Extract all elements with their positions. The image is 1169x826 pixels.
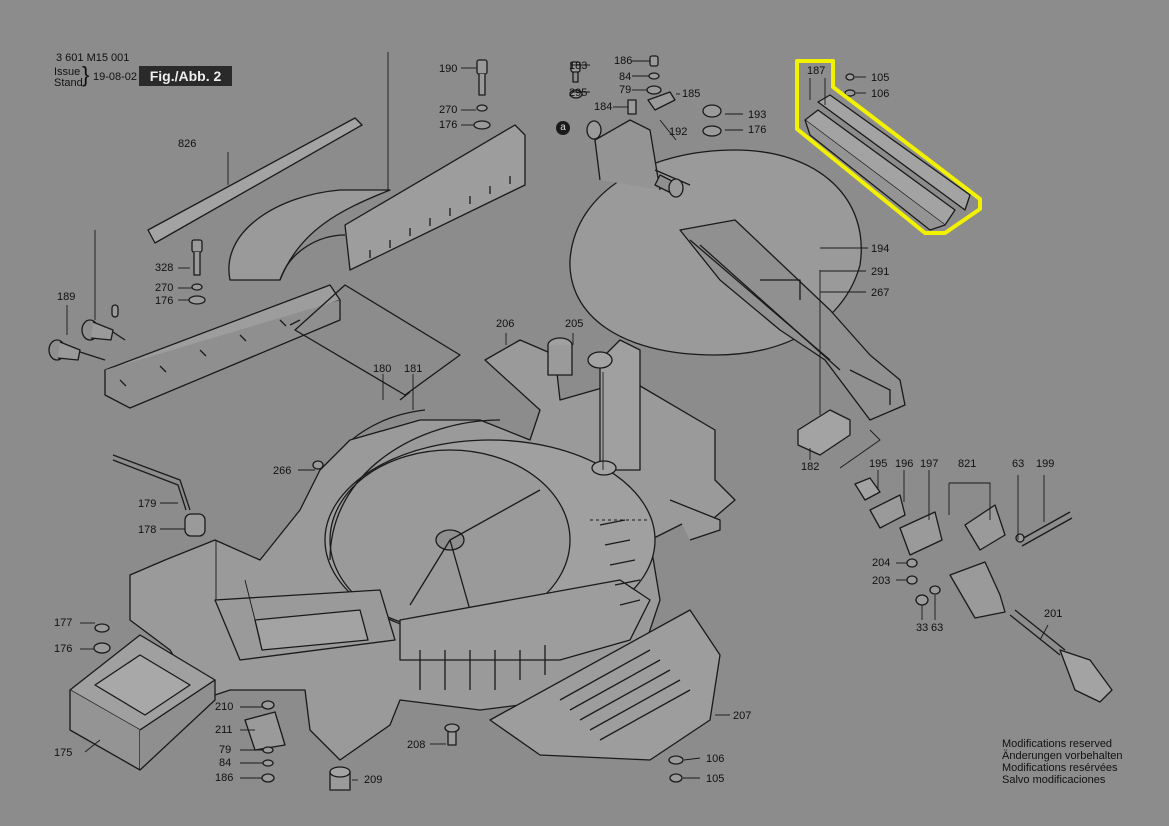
callout-79: 79 <box>219 744 232 756</box>
callout-270: 270 <box>439 104 458 116</box>
callout-186: 186 <box>215 772 234 784</box>
callout-63: 63 <box>931 622 944 634</box>
callout-33: 33 <box>916 622 929 634</box>
lower-hardware <box>244 460 684 791</box>
knob-189 <box>48 304 126 361</box>
callout-187: 187 <box>807 65 826 77</box>
callout-203: 203 <box>872 575 891 587</box>
callout-199: 199 <box>1036 458 1055 470</box>
callout-186: 186 <box>614 55 633 67</box>
issue-label: Issue <box>54 66 81 78</box>
modification-notes: Modifications reserved Änderungen vorbeh… <box>1002 738 1122 786</box>
callout-291: 291 <box>871 266 890 278</box>
callout-176: 176 <box>748 124 767 136</box>
brace-glyph: } <box>82 62 90 87</box>
pointer-182 <box>797 409 851 456</box>
fence-826 <box>104 117 526 409</box>
callout-182: 182 <box>801 461 820 473</box>
callout-197: 197 <box>920 458 939 470</box>
callout-196: 196 <box>895 458 914 470</box>
callout-205: 205 <box>565 318 584 330</box>
callout-211: 211 <box>215 724 233 736</box>
base-assembly <box>129 337 736 761</box>
rod-179 <box>112 454 206 537</box>
callout-207: 207 <box>733 710 752 722</box>
callout-79: 79 <box>619 84 632 96</box>
callout-208: 208 <box>407 739 426 751</box>
clamp-parts <box>569 55 722 198</box>
screws-fence <box>188 59 491 305</box>
figure-label: Fig./Abb. 2 <box>139 66 232 86</box>
callout-180: 180 <box>373 363 392 375</box>
callout-175: 175 <box>54 747 73 759</box>
callout-176: 176 <box>439 119 458 131</box>
callout-176: 176 <box>155 295 174 307</box>
note-line-fr: Modifications resérvées <box>1002 762 1118 774</box>
callout-178: 178 <box>138 524 157 536</box>
callout-270: 270 <box>155 282 174 294</box>
note-line-en: Modifications reserved <box>1002 738 1113 750</box>
lock-parts <box>854 477 1113 703</box>
callout-194: 194 <box>871 243 890 255</box>
callout-190: 190 <box>439 63 458 75</box>
callout-183: 183 <box>569 60 588 72</box>
extension-207 <box>489 609 721 761</box>
callout-184: 184 <box>594 101 613 113</box>
callout-189: 189 <box>57 291 76 303</box>
callout-295: 295 <box>569 87 588 99</box>
note-line-de: Änderungen vorbehalten <box>1002 750 1123 762</box>
support-175 <box>69 623 216 771</box>
leader-lines <box>66 52 1049 781</box>
callout-176: 176 <box>54 643 73 655</box>
callout-179: 179 <box>138 498 157 510</box>
callout-328: 328 <box>155 262 174 274</box>
callout-63: 63 <box>1012 458 1025 470</box>
callout-201: 201 <box>1044 608 1063 620</box>
callout-204: 204 <box>872 557 891 569</box>
callout-821: 821 <box>958 458 977 470</box>
callout-105: 105 <box>871 72 890 84</box>
callout-106: 106 <box>871 88 890 100</box>
turntable-194 <box>569 119 906 421</box>
callout-185: 185 <box>682 88 701 100</box>
callout-84: 84 <box>619 71 632 83</box>
callout-177: 177 <box>54 617 73 629</box>
callout-106: 106 <box>706 753 725 765</box>
callout-193: 193 <box>748 109 767 121</box>
callout-192: 192 <box>669 126 688 138</box>
callout-210: 210 <box>215 701 234 713</box>
callout-267: 267 <box>871 287 890 299</box>
stand-label: Stand <box>54 77 83 89</box>
callout-181: 181 <box>404 363 423 375</box>
callout-105: 105 <box>706 773 725 785</box>
marker-a: a <box>556 121 570 135</box>
document-number: 3 601 M15 001 <box>56 52 130 64</box>
callout-266: 266 <box>273 465 292 477</box>
issue-date: 19-08-02 <box>93 71 138 83</box>
callout-84: 84 <box>219 757 232 769</box>
callout-209: 209 <box>364 774 383 786</box>
note-line-es: Salvo modificaciones <box>1002 774 1106 786</box>
callout-826: 826 <box>178 138 197 150</box>
callout-206: 206 <box>496 318 515 330</box>
callout-195: 195 <box>869 458 888 470</box>
